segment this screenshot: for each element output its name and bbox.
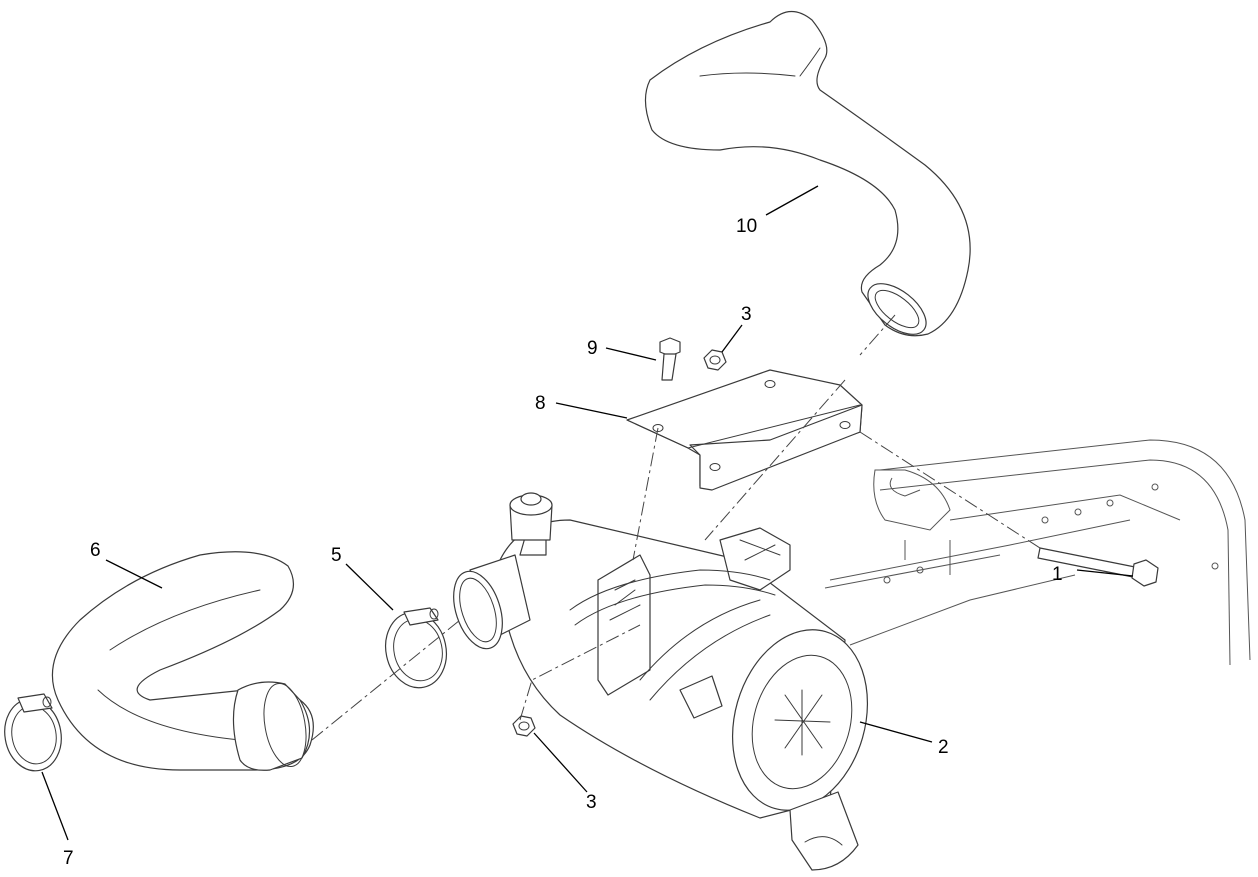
callout-10: 10: [736, 216, 757, 237]
part-10-upper-hose: [644, 10, 971, 337]
callout-5: 5: [331, 545, 342, 566]
callout-7: 7: [63, 848, 74, 869]
callout-1: 1: [1052, 564, 1063, 585]
part-3-nut-lower: [512, 715, 536, 737]
leader-lines: [41, 185, 1134, 841]
part-1-bolt: [1037, 547, 1159, 587]
callout-9: 9: [587, 338, 598, 359]
assembly-center-lines: [311, 314, 1041, 741]
part-2-air-cleaner: [453, 492, 869, 871]
callout-6: 6: [90, 540, 101, 561]
part-7-hose-clamp: [4, 693, 62, 772]
callout-2: 2: [938, 737, 949, 758]
part-9-bolt: [659, 337, 681, 381]
callout-labels: 1 2 3 3 5 6 7 8 9 10: [63, 216, 1063, 869]
part-3-nut-upper: [703, 349, 727, 371]
part-6-lower-hose: [51, 551, 314, 771]
machine-frame: [824, 439, 1251, 666]
part-8-bracket: [626, 369, 863, 491]
callout-8: 8: [535, 393, 546, 414]
frame-holes: [883, 483, 1219, 584]
part-5-hose-clamp: [385, 607, 447, 689]
callout-3-upper: 3: [741, 304, 752, 325]
callout-3-lower: 3: [586, 792, 597, 813]
